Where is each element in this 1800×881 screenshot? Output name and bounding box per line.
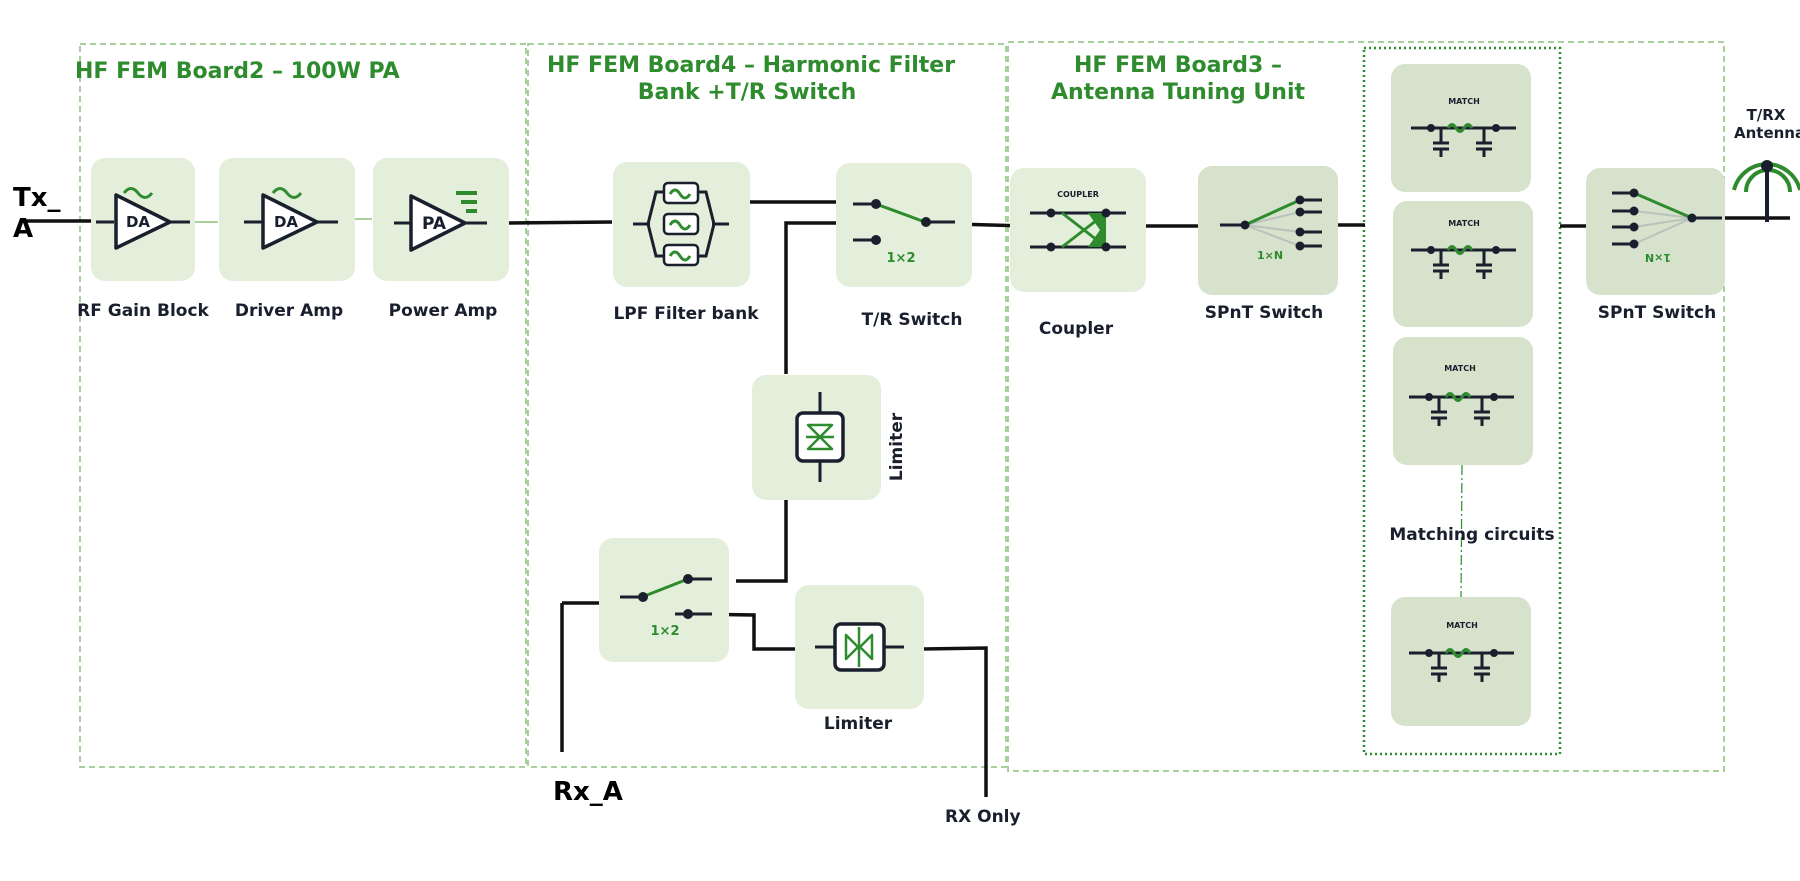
matching-circuit-4-text: MATCH (1446, 621, 1478, 630)
amplifier-icon (409, 194, 467, 252)
spnt-switch-output-block: 1×N (1586, 168, 1725, 295)
antenna-icon (1732, 160, 1800, 222)
rx-only-label: RX Only (945, 807, 1021, 827)
driver-amp-symbol: DA (274, 213, 298, 231)
matching-circuit-3-text: MATCH (1444, 364, 1476, 373)
tr-switch-label: T/R Switch (862, 310, 963, 330)
tr-switch-ratio: 1×2 (887, 251, 916, 266)
tr-switch-block: 1×2 (836, 163, 972, 287)
matching-circuit-2-text: MATCH (1448, 219, 1480, 228)
antenna-label-line2: Antenna (1734, 124, 1800, 142)
coupler-label: Coupler (1039, 319, 1114, 339)
matching-group-outline (1362, 46, 1562, 756)
matching-circuit-1-text: MATCH (1448, 97, 1480, 106)
matching-circuit-2: MATCH (1393, 201, 1533, 327)
board3-title-line2: Antenna Tuning Unit (1051, 80, 1306, 105)
antenna-label-line1: T/RX (1747, 106, 1786, 124)
spnt-switch-output-label: SPnT Switch (1598, 303, 1716, 323)
matching-circuits-label: Matching circuits (1389, 525, 1554, 545)
spnt-in-ratio: 1×N (1257, 249, 1283, 262)
lpf-filter-bank-label: LPF Filter bank (613, 304, 759, 324)
rx-switch-ratio: 1×2 (651, 624, 680, 639)
rf-gain-symbol: DA (126, 213, 150, 231)
board3-outline (1007, 41, 1725, 772)
board3-title-line1: HF FEM Board3 – (1074, 53, 1282, 78)
coupler-block: COUPLER (1010, 168, 1146, 292)
rf-gain-block: DA (91, 158, 195, 281)
limiter-vertical-block (752, 375, 881, 500)
power-amp-symbol: PA (422, 214, 447, 234)
rf-gain-label: RF Gain Block (77, 301, 209, 321)
spnt-out-ratio: 1×N (1645, 251, 1671, 264)
coupler-inner-text: COUPLER (1057, 190, 1099, 199)
power-amp-label: Power Amp (389, 301, 498, 321)
signal-wires (20, 200, 1790, 797)
tx-port-label-line1: Tx_ (13, 183, 61, 213)
board4-title-line2: Bank +T/R Switch (638, 80, 857, 105)
matching-circuit-1: MATCH (1391, 64, 1531, 192)
driver-amp-label: Driver Amp (235, 301, 343, 321)
limiter-rx-label: Limiter (824, 714, 893, 734)
rx-port-label: Rx_A (553, 777, 623, 807)
matching-circuit-4: MATCH (1391, 597, 1531, 726)
board4-outline (527, 43, 1007, 768)
spnt-switch-input-label: SPnT Switch (1205, 303, 1323, 323)
board2-title: HF FEM Board2 – 100W PA (75, 59, 400, 84)
limiter-vertical-label: Limiter (887, 412, 907, 481)
board2-outline (79, 43, 527, 768)
spnt-switch-input-block: 1×N (1198, 166, 1338, 295)
lpf-filter-bank-block (613, 162, 750, 287)
limiter-rx-block (795, 585, 924, 709)
power-amp-block: PA (373, 158, 509, 281)
matching-circuit-3: MATCH (1393, 337, 1533, 465)
amplifier-icon (261, 193, 319, 250)
amplifier-icon (114, 193, 172, 250)
rx-switch-block: 1×2 (599, 538, 729, 662)
tx-port-label-line2: A (13, 214, 33, 244)
driver-amp-block: DA (219, 158, 355, 281)
board4-title-line1: HF FEM Board4 – Harmonic Filter (547, 53, 955, 78)
